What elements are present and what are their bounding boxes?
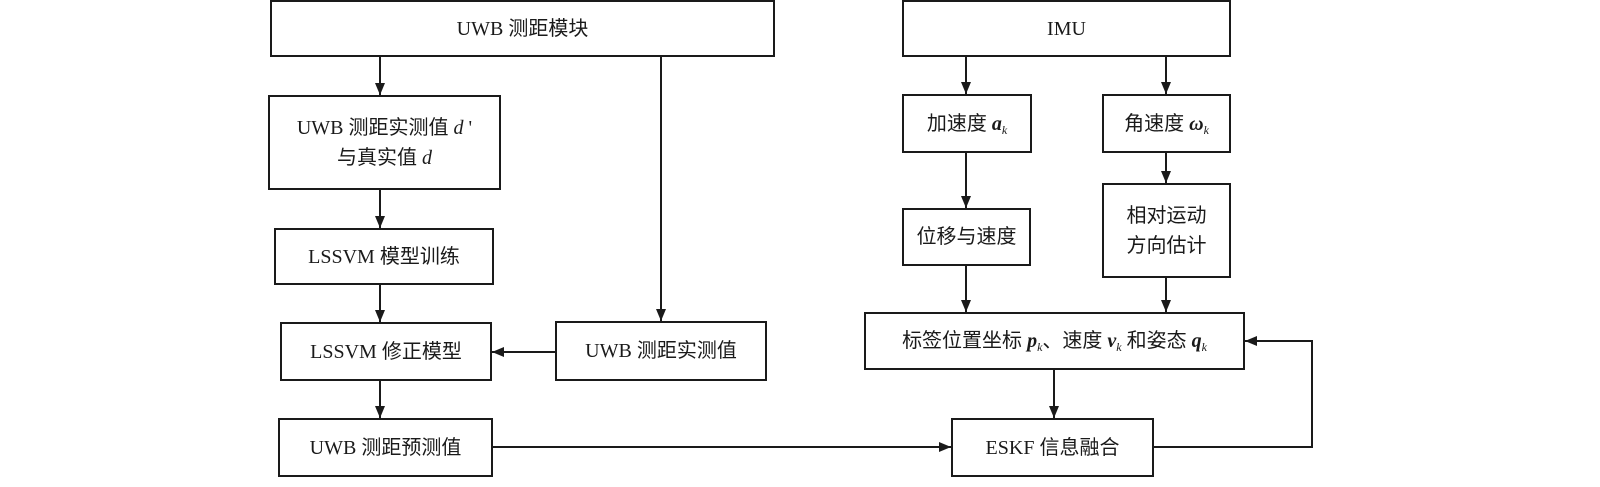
displacement-velocity-label: 位移与速度 — [916, 226, 1017, 248]
lssvm-correction-box: LSSVM 修正模型 — [280, 322, 492, 381]
relative-motion-line1: 相对运动 — [1126, 204, 1207, 227]
imu-label: IMU — [1047, 17, 1086, 40]
uwb-actual-vs-true-box: UWB 测距实测值 d ' 与真实值 d — [268, 95, 501, 190]
uwb-measured-label: UWB 测距实测值 — [585, 340, 737, 362]
angular-velocity-label: 角速度 ωk — [1124, 112, 1209, 137]
eskf-fusion-label: ESKF 信息融合 — [985, 436, 1120, 459]
lssvm-correction-label: LSSVM 修正模型 — [310, 340, 462, 363]
displacement-velocity-box: 位移与速度 — [902, 208, 1031, 266]
uwb-predicted-box: UWB 测距预测值 — [278, 418, 493, 477]
uwb-actual-line1: UWB 测距实测值 d ' — [296, 116, 473, 139]
relative-motion-line2: 方向估计 — [1126, 234, 1207, 257]
uwb-measured-box: UWB 测距实测值 — [555, 321, 767, 381]
tag-state-label: 标签位置坐标 pk、速度 vk 和姿态 qk — [902, 330, 1207, 354]
imu-box: IMU — [902, 0, 1231, 57]
uwb-ranging-module-label: UWB 测距模块 — [456, 17, 589, 40]
eskf-fusion-box: ESKF 信息融合 — [951, 418, 1154, 477]
arrow-eskf-feedback-to-tag — [1154, 336, 1313, 448]
acceleration-label: 加速度 ak — [926, 112, 1008, 137]
angular-velocity-box: 角速度 ωk — [1102, 94, 1231, 153]
acceleration-box: 加速度 ak — [902, 94, 1032, 153]
uwb-ranging-module-box: UWB 测距模块 — [270, 0, 775, 57]
tag-state-box: 标签位置坐标 pk、速度 vk 和姿态 qk — [864, 312, 1245, 370]
lssvm-training-label: LSSVM 模型训练 — [308, 245, 460, 268]
uwb-predicted-label: UWB 测距预测值 — [309, 436, 462, 459]
lssvm-training-box: LSSVM 模型训练 — [274, 228, 494, 285]
uwb-actual-line2: 与真实值 d — [337, 146, 432, 169]
relative-motion-box: 相对运动 方向估计 — [1102, 183, 1231, 278]
